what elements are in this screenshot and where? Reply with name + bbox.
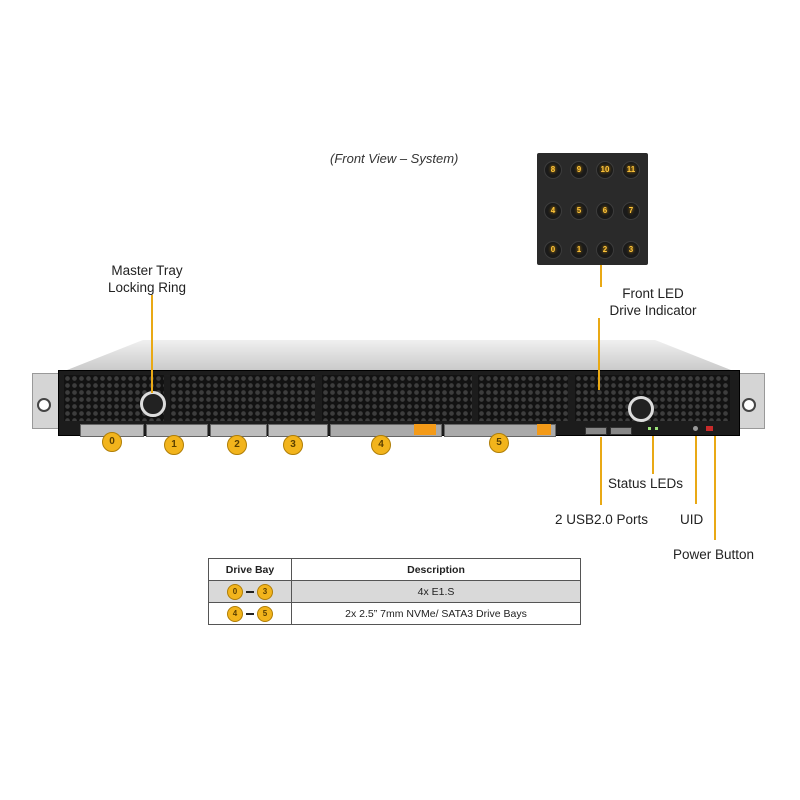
locking-ring[interactable] (628, 396, 654, 422)
screw-icon (742, 398, 756, 412)
led-indicator: 1 (570, 241, 588, 259)
table-header-drive-bay: Drive Bay (208, 558, 292, 581)
front-led-label: Front LED Drive Indicator (598, 285, 708, 319)
master-tray-label-line2: Locking Ring (107, 280, 187, 295)
left-rack-ear (32, 373, 60, 429)
vent-grille (575, 375, 730, 421)
led-indicator: 3 (622, 241, 640, 259)
bay-number-badge: 5 (257, 605, 273, 622)
master-tray-label-line1: Master Tray (111, 263, 183, 278)
bay-number-badge: 0 (227, 583, 243, 600)
led-indicator: 5 (570, 202, 588, 220)
usb-ports-label: 2 USB2.0 Ports (555, 512, 649, 527)
tray-release-latch[interactable] (537, 424, 551, 435)
led-indicator: 10 (596, 161, 614, 179)
master-tray-locking-ring[interactable] (140, 391, 166, 417)
status-led (655, 427, 658, 430)
master-tray-label: Master Tray Locking Ring (97, 262, 197, 296)
description-cell: 2x 2.5” 7mm NVMe/ SATA3 Drive Bays (291, 602, 581, 625)
vent-grille (322, 375, 472, 421)
front-led-label-line2: Drive Indicator (609, 303, 697, 318)
front-led-panel-inset: 8 9 10 11 4 5 6 7 0 1 2 3 (537, 153, 648, 265)
callout-line (695, 436, 697, 504)
callout-line (151, 295, 153, 393)
screw-icon (37, 398, 51, 412)
table-header-description: Description (291, 558, 581, 581)
vent-grille (478, 375, 568, 421)
led-indicator: 11 (622, 161, 640, 179)
uid-button[interactable] (693, 426, 698, 431)
usb-port[interactable] (610, 427, 632, 435)
bay-number-badge: 5 (489, 433, 509, 453)
range-dash (246, 612, 254, 615)
callout-line (714, 436, 716, 540)
status-leds-label: Status LEDs (608, 476, 684, 491)
led-indicator: 9 (570, 161, 588, 179)
bay-number-badge: 3 (257, 583, 273, 600)
usb-port[interactable] (585, 427, 607, 435)
bay-number-badge: 1 (164, 435, 184, 455)
vent-grille (170, 375, 315, 421)
callout-line (598, 318, 600, 390)
power-button-label: Power Button (673, 547, 755, 562)
callout-line (600, 265, 602, 287)
led-indicator: 6 (596, 202, 614, 220)
bay-number-badge: 4 (227, 605, 243, 622)
bay-number-badge: 4 (371, 435, 391, 455)
description-cell: 4x E1.S (291, 580, 581, 603)
range-dash (246, 590, 254, 593)
led-indicator: 7 (622, 202, 640, 220)
uid-label: UID (680, 512, 704, 527)
led-indicator: 4 (544, 202, 562, 220)
power-button[interactable] (706, 426, 713, 431)
tray-release-latch[interactable] (414, 424, 436, 435)
drive-tray-e1s[interactable] (268, 424, 328, 437)
bay-number-badge: 3 (283, 435, 303, 455)
led-indicator: 2 (596, 241, 614, 259)
front-led-label-line1: Front LED (622, 286, 684, 301)
callout-line (600, 437, 602, 505)
chassis-top-cover (62, 340, 736, 372)
led-indicator: 0 (544, 241, 562, 259)
status-led (648, 427, 651, 430)
led-indicator: 8 (544, 161, 562, 179)
front-view-caption: (Front View – System) (330, 151, 459, 166)
bay-number-badge: 0 (102, 432, 122, 452)
bay-number-badge: 2 (227, 435, 247, 455)
callout-line (652, 436, 654, 474)
